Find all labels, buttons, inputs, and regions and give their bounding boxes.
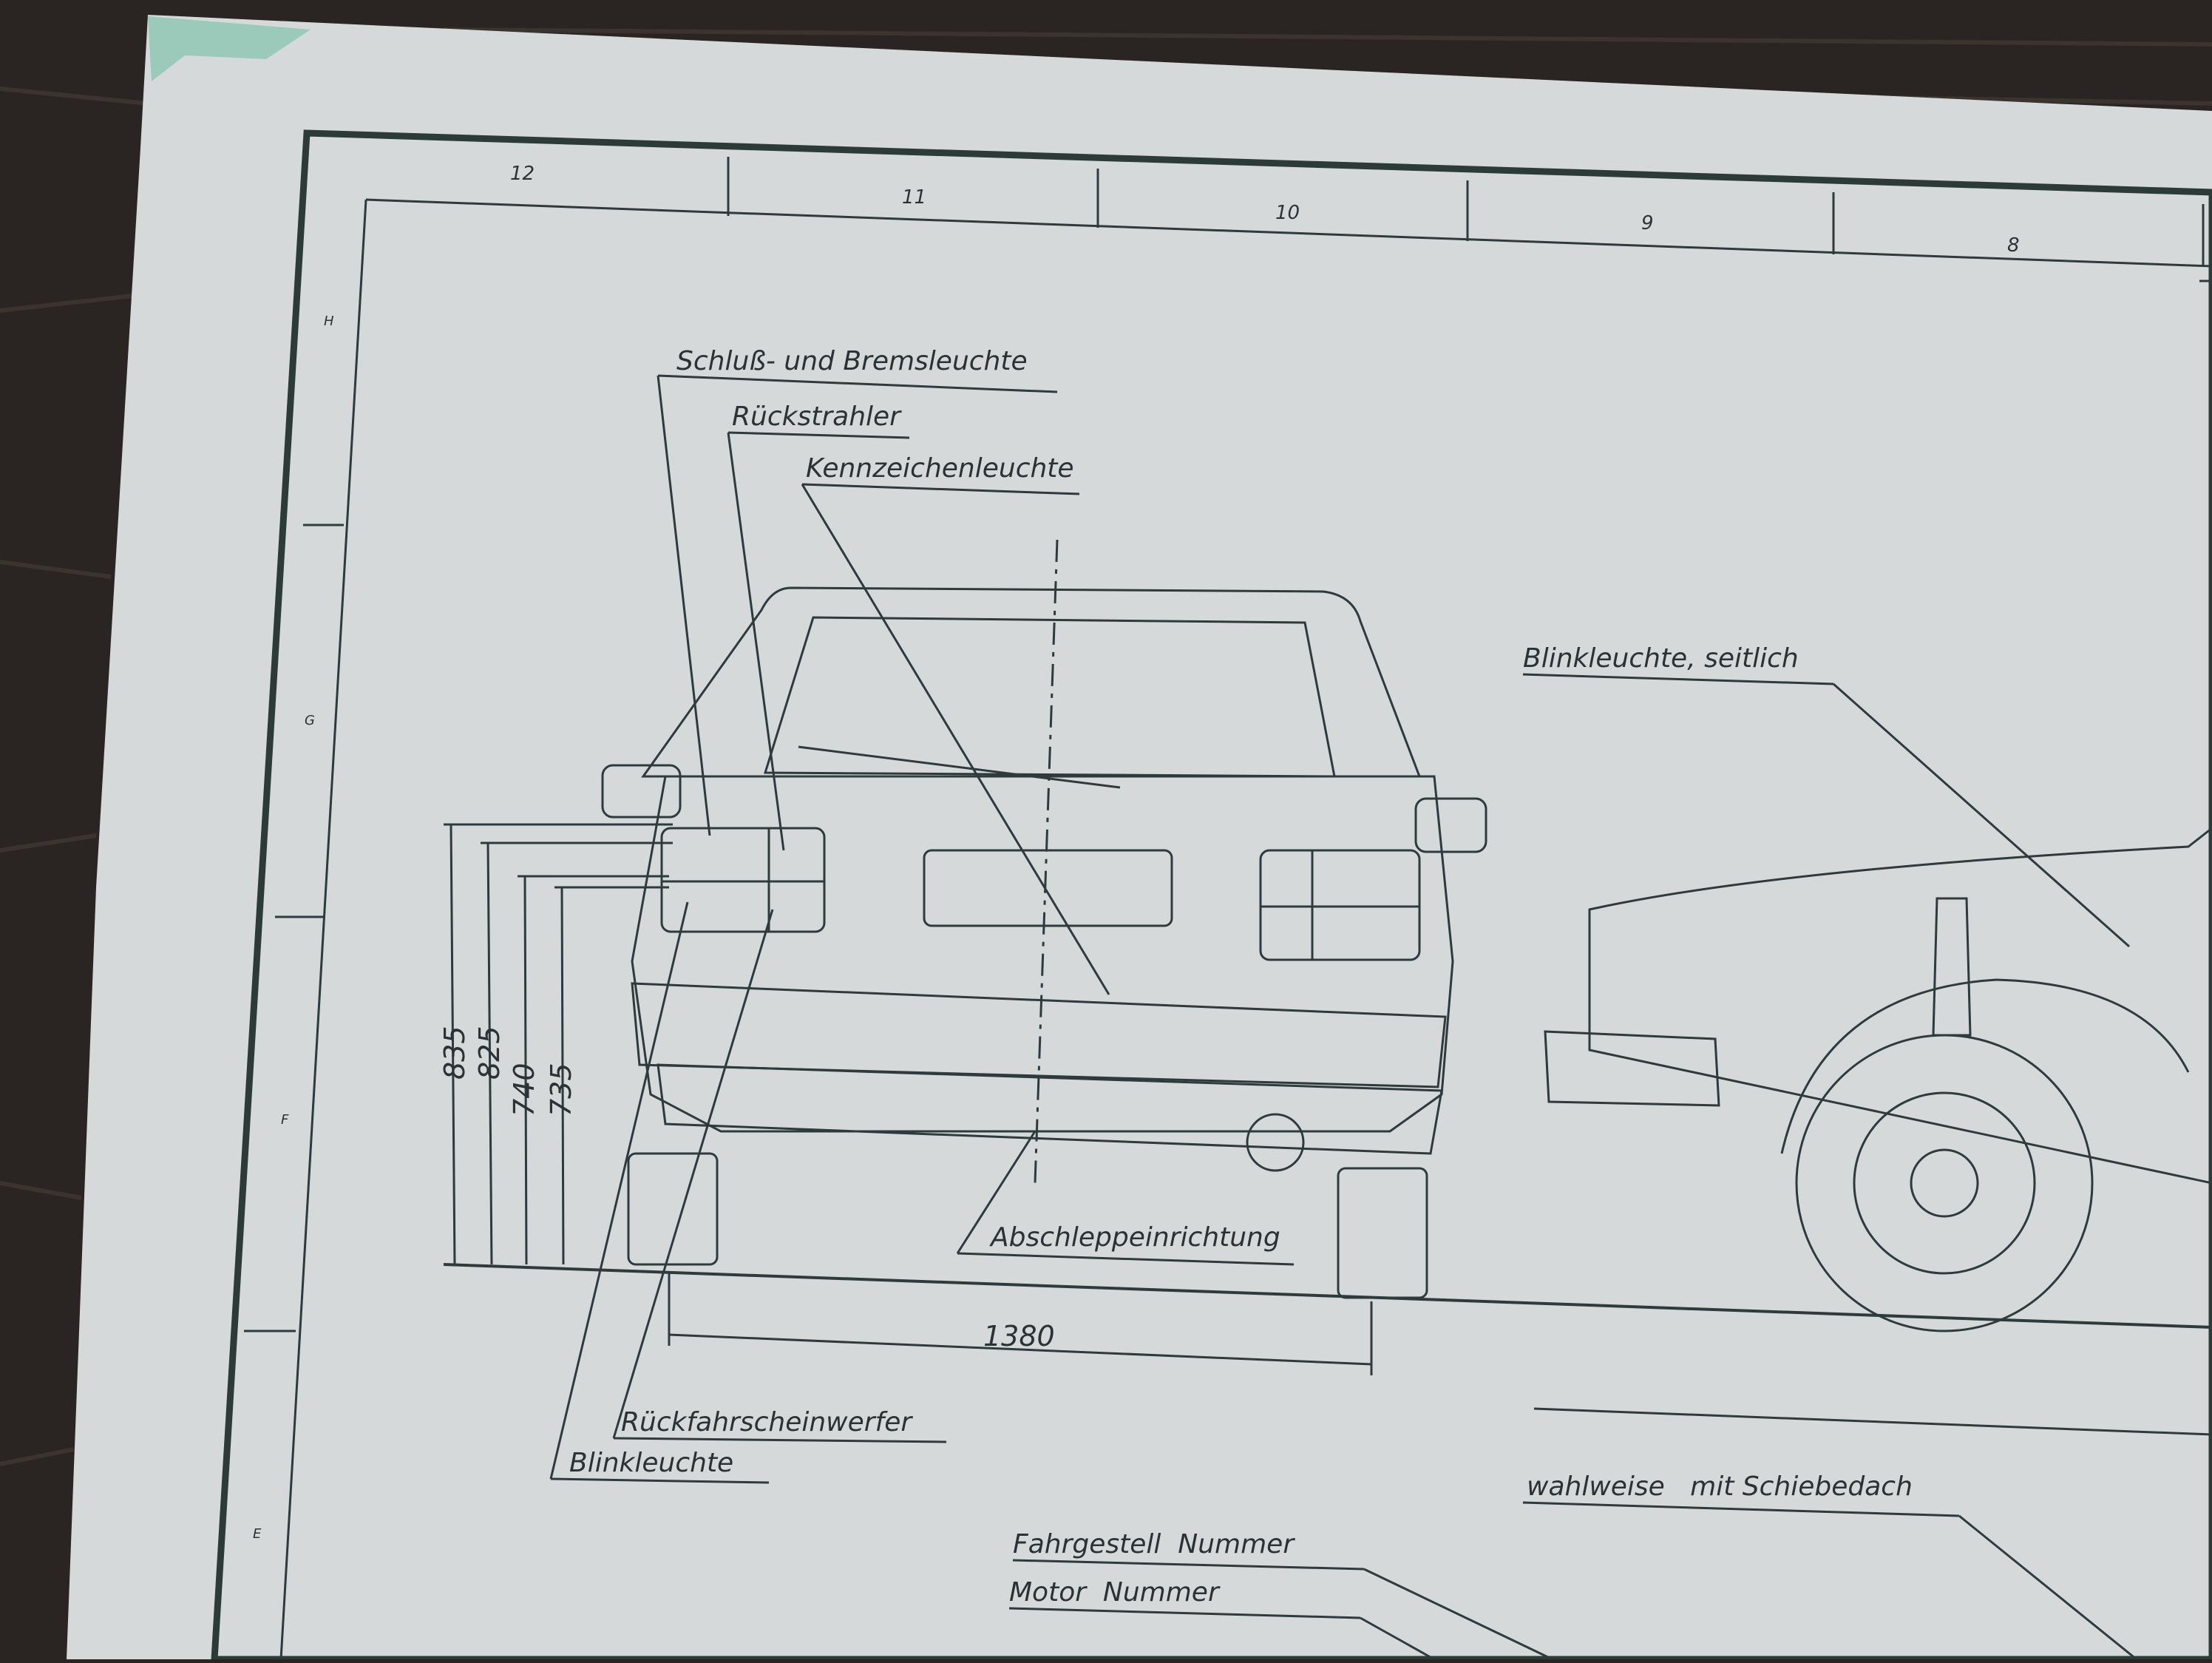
row-dividers [244,524,344,1332]
ground-line [443,1263,2212,1329]
tow-eye [1246,1113,1305,1172]
grid-row-g: G [305,713,315,728]
callout-reverse-light: Rückfahrscheinwerfer [621,1407,913,1437]
plate-recess [923,849,1173,927]
callout-tow-hitch: Abschleppeinrichtung [989,1222,1280,1253]
callout-labels: Schluß- und Bremsleuchte Rückstrahler Ke… [569,346,1913,1608]
tail-light-left [660,827,826,933]
grid-column-labels: 12 11 10 9 8 [510,163,2020,257]
callout-reflector: Rückstrahler [732,402,902,432]
length-dim-line [1533,1407,2212,1436]
callout-engine-number: Motor Nummer [1009,1577,1221,1608]
callout-plate-light: Kennzeichenleuchte [806,453,1074,484]
grid-col-8: 8 [2007,234,2020,257]
dim-735: 735 [545,1063,577,1117]
dim-1380: 1380 [983,1320,1055,1352]
callout-chassis-number: Fahrgestell Nummer [1013,1529,1295,1559]
centre-line [1034,539,1059,1184]
paper-sheet [67,15,2212,1659]
car-side-view [1544,827,2212,1332]
dimension-lines [444,823,2212,1436]
grid-row-f: F [281,1112,289,1128]
drawing-frame [211,129,2212,1663]
wiper [798,745,1121,789]
rear-bumper [631,982,1447,1088]
leader-lines [549,374,2137,1661]
grid-col-12: 12 [510,163,535,185]
callout-tail-brake-light: Schluß- und Bremsleuchte [676,346,1028,376]
body-outline [631,775,1454,1133]
grid-row-h: H [324,314,334,329]
dim-740: 740 [508,1063,540,1117]
grid-row-e: E [253,1526,262,1542]
track-dim-line [668,1333,1372,1366]
grid-col-11: 11 [902,186,926,209]
front-bumper [1544,1030,1720,1107]
dimension-labels: 835 825 740 735 1380 [438,1026,1055,1352]
callout-sunroof: wahlweise mit Schiebedach [1527,1471,1913,1502]
tail-light-right [1259,849,1421,961]
dim-835: 835 [438,1026,471,1080]
roof-outline [641,586,1422,778]
grid-col-10: 10 [1275,202,1300,224]
car-rear-view [443,539,2212,1329]
under-body [657,1063,1443,1155]
mirror-right [1414,797,1487,853]
strut [1932,897,1972,1037]
front-rim [1853,1091,2036,1275]
hood-outline [1588,827,2212,1185]
callout-indicator: Blinkleuchte [569,1448,733,1478]
dim-825: 825 [473,1026,506,1080]
mirror-left [601,764,682,819]
grid-row-labels: H G F E [253,314,334,1542]
callout-side-indicator: Blinkleuchte, seitlich [1523,643,1799,674]
column-dividers [727,157,2205,266]
hub [1910,1148,1979,1218]
grid-col-9: 9 [1641,212,1654,234]
wheel-left [627,1152,719,1266]
corner-stain [148,16,311,81]
wheel-arch [1780,978,2190,1154]
